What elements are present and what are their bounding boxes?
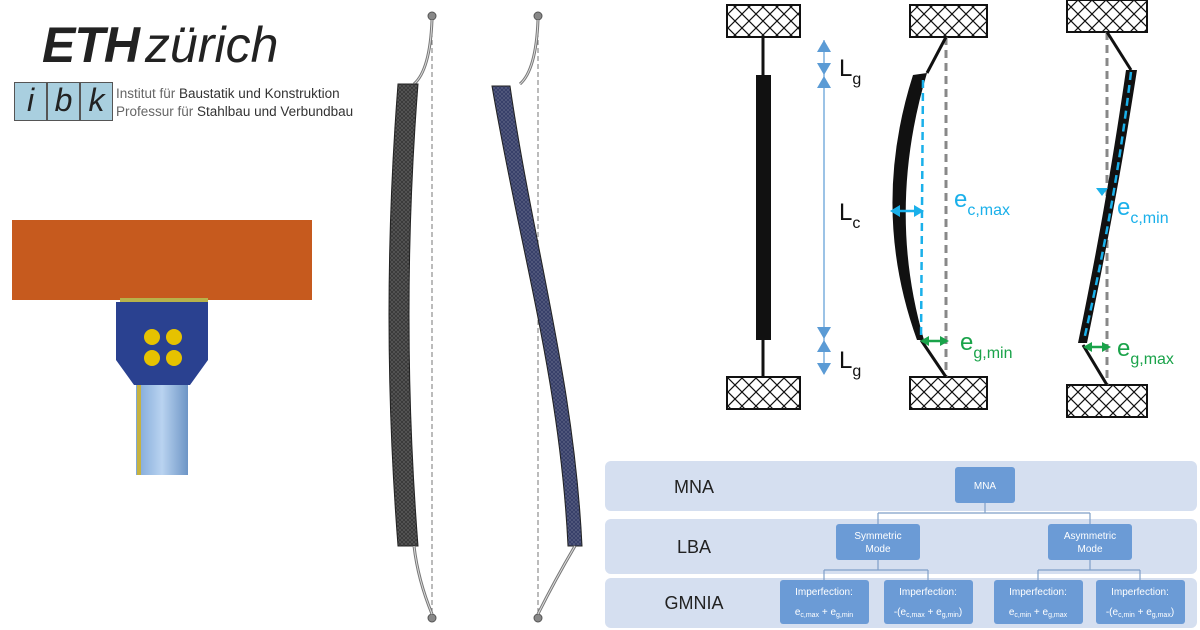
connection-plate — [116, 302, 208, 385]
end-plate-edge — [120, 298, 208, 302]
dimension-lines — [817, 40, 831, 375]
beam — [12, 220, 312, 300]
ec-min-label: ec,min — [1117, 194, 1169, 227]
fe-model-symmetric — [388, 11, 437, 623]
ec-max-label: ec,max — [954, 186, 1010, 219]
schematic-asymmetric-column — [1066, 0, 1148, 418]
analysis-flowchart: MNA LBA GMNIA MNA Symmetric Mode Asymmet… — [605, 461, 1197, 628]
row-label-gmnia: GMNIA — [664, 593, 723, 613]
svg-text:Asymmetric: Asymmetric — [1064, 531, 1116, 542]
svg-text:-(ec,min + eg,max): -(ec,min + eg,max) — [1106, 607, 1174, 619]
svg-text:Mode: Mode — [865, 544, 890, 555]
imperfection-node-4: Imperfection: -(ec,min + eg,max) — [1096, 580, 1185, 624]
connection-3d-illustration — [12, 220, 312, 475]
ibk-logo-letter-b: b — [47, 82, 80, 121]
svg-text:-(ec,max + eg,min): -(ec,max + eg,min) — [894, 607, 962, 619]
ibk-logo-letter-i: i — [14, 82, 47, 121]
svg-text:Symmetric: Symmetric — [854, 531, 901, 542]
row-band-mna — [605, 461, 1197, 511]
fe-models — [388, 11, 583, 623]
svg-text:ec,min + eg,max: ec,min + eg,max — [1009, 607, 1068, 619]
row-label-mna: MNA — [674, 477, 714, 497]
imperfection-node-3: Imperfection: ec,min + eg,max — [994, 580, 1083, 624]
fe-model-asymmetric — [491, 11, 583, 623]
eth-logo-light: zürich — [145, 17, 279, 73]
svg-text:Imperfection:: Imperfection: — [1111, 587, 1169, 598]
lg-label-top: Lg — [839, 55, 861, 88]
bolt — [166, 329, 182, 345]
imperfection-schematic: Lg Lc Lg ec,max eg,min ec,min eg,max — [726, 0, 1174, 418]
asymmetric-mode-node — [1048, 524, 1132, 560]
bolt — [166, 350, 182, 366]
lc-label: Lc — [839, 199, 860, 232]
imperfection-node-1: Imperfection: ec,max + eg,min — [780, 580, 869, 624]
schematic-symmetric-column — [890, 4, 988, 410]
symmetric-mode-node — [836, 524, 920, 560]
schematic-straight-column — [726, 4, 801, 410]
eg-min-label: eg,min — [960, 329, 1012, 362]
lg-label-bottom: Lg — [839, 347, 861, 380]
column-flange-edge — [137, 385, 141, 475]
svg-text:Imperfection:: Imperfection: — [1009, 587, 1067, 598]
professorship-name: Professur für Stahlbau und Verbundbau — [116, 104, 354, 119]
mna-node — [955, 467, 1015, 503]
eg-max-label: eg,max — [1117, 335, 1174, 368]
ibk-logo-letter-k: k — [80, 82, 113, 121]
bolt — [144, 350, 160, 366]
institute-name: Institut für Baustatik und Konstruktion — [116, 86, 340, 101]
row-label-lba: LBA — [677, 537, 711, 557]
flowchart-connectors — [823, 503, 1141, 580]
imperfection-node-2: Imperfection: -(ec,max + eg,min) — [884, 580, 973, 624]
svg-text:MNA: MNA — [974, 481, 997, 492]
bolt — [144, 329, 160, 345]
svg-text:Imperfection:: Imperfection: — [899, 587, 957, 598]
svg-text:Imperfection:: Imperfection: — [795, 587, 853, 598]
svg-text:ec,max + eg,min: ec,max + eg,min — [795, 607, 853, 619]
eth-logo-bold: ETH — [42, 17, 140, 73]
column — [136, 385, 188, 475]
svg-text:Mode: Mode — [1077, 544, 1102, 555]
